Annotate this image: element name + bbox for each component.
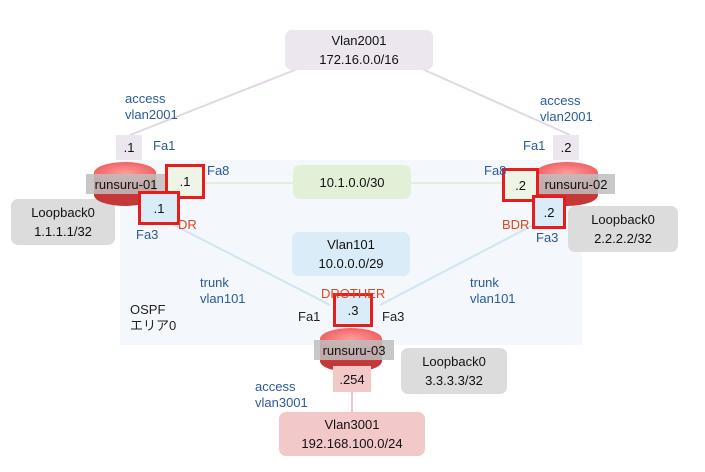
- r1-fa1-label: Fa1: [153, 138, 176, 153]
- link-r1-r3: [169, 222, 331, 306]
- r1-loopback-name: Loopback0: [31, 205, 95, 220]
- r2-fa3-label: Fa3: [536, 230, 559, 245]
- vlan2001-subnet: 172.16.0.0/16: [319, 52, 399, 67]
- r1-fa3-label: Fa3: [136, 227, 159, 242]
- vlan2001-name: Vlan2001: [331, 33, 387, 48]
- vlan101-subnet: 10.0.0.0/29: [318, 256, 384, 271]
- r2-fa1-label: Fa1: [523, 138, 546, 153]
- r3-loopback-box: Loopback0 3.3.3.3/32: [401, 348, 507, 394]
- r2-loopback-name: Loopback0: [591, 212, 655, 227]
- r2-fa3-ip: .2: [532, 195, 566, 229]
- r1-loopback-ip: 1.1.1.1/32: [34, 224, 92, 239]
- r2-loopback-box: Loopback0 2.2.2.2/32: [568, 206, 678, 252]
- link-r2-r3: [379, 222, 538, 306]
- r3-loopback-name: Loopback0: [422, 354, 486, 369]
- r1-fa8-label: Fa8: [207, 163, 230, 178]
- r2-name-label: runsuru-02: [537, 174, 615, 194]
- r2-fa8-label: Fa8: [484, 163, 507, 178]
- transit-subnet: 10.1.0.0/30: [319, 174, 385, 190]
- r1-name-label: runsuru-01: [86, 174, 166, 194]
- vlan101-box: Vlan101 10.0.0.0/29: [292, 232, 410, 276]
- r3-vlan3001-ip: .254: [333, 366, 371, 392]
- r3-fa1-label: Fa1: [298, 309, 321, 324]
- r2-role-label: BDR: [502, 217, 530, 232]
- r1-loopback-box: Loopback0 1.1.1.1/32: [11, 199, 115, 245]
- r2-fa8-ip: .2: [502, 168, 539, 202]
- vlan101-name: Vlan101: [327, 237, 375, 252]
- r2-loopback-ip: 2.2.2.2/32: [594, 231, 652, 246]
- vlan3001-name: Vlan3001: [324, 417, 380, 432]
- r3-role-label: DROTHER: [321, 286, 386, 301]
- r1-fa8-ip: .1: [165, 164, 205, 199]
- vlan2001-box: Vlan2001 172.16.0.0/16: [285, 30, 433, 70]
- r1-fa3-ip: .1: [138, 191, 180, 225]
- r1-fa1-ip: .1: [116, 135, 142, 160]
- r1-role-label: DR: [178, 217, 197, 232]
- transit-network-box: 10.1.0.0/30: [293, 165, 411, 199]
- r3-fa3-ip: .3: [333, 293, 373, 327]
- r2-fa1-ip: .2: [553, 135, 579, 160]
- link-r2-vlan2001: [419, 67, 571, 136]
- vlan3001-subnet: 192.168.100.0/24: [301, 436, 403, 451]
- link-r1-vlan2001: [129, 67, 301, 136]
- r3-name-label: runsuru-03: [314, 340, 394, 360]
- r3-loopback-ip: 3.3.3.3/32: [425, 373, 483, 388]
- r3-fa3-label: Fa3: [382, 309, 405, 324]
- vlan3001-box: Vlan3001 192.168.100.0/24: [279, 412, 425, 456]
